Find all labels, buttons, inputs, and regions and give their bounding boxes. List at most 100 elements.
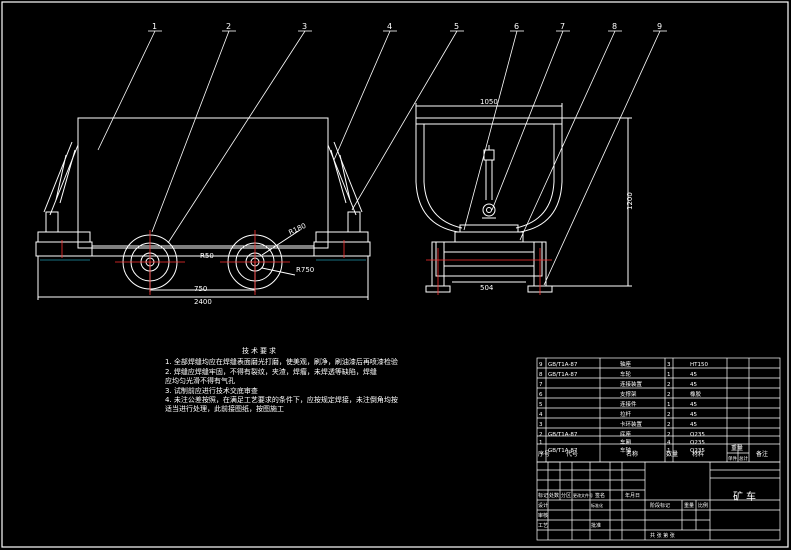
dim-side-r2: R750 [296,266,314,274]
side-view [35,117,371,300]
parts-cell-qty: 1 [667,372,671,378]
parts-cell-no: 5 [539,402,543,408]
parts-cell-no: 1 [539,440,543,446]
dim-front-base: 504 [480,284,494,292]
parts-cell-mat: 45 [690,382,697,388]
tb-role-review: 审核 [538,512,548,519]
notes-line: 1. 全部焊缝均应在焊缝表面磨光打磨，使美观，刷净，刷油漆后再喷漆检验 [165,358,398,367]
notes-line: 适当进行处理，此前接图纸，按图施工 [165,405,284,414]
parts-header-mat: 材料 [692,450,704,458]
side-left-arm [35,141,93,257]
parts-cell-mat: 橡胶 [690,390,702,398]
parts-cell-no: 6 [539,392,543,398]
parts-cell-name: 卡环装置 [620,420,643,428]
tb-mark-0: 标记 [538,492,548,499]
parts-header-remark: 备注 [756,450,768,458]
parts-cell-code: GB/T1A-87 [548,432,578,438]
tb-approve-label: 批准 [591,522,601,529]
side-body [77,117,329,249]
notes-line: 3. 试制前应进行技术交底审查 [165,386,258,395]
parts-header-name: 名称 [626,450,638,458]
parts-cell-mat: 45 [690,402,697,408]
parts-cell-mat: 45 [690,422,697,428]
notes-line: 4. 未注公差按照，在满足工艺要求的条件下，应按规定焊接，未注倒角均按 [165,396,398,405]
notes-line: 应均匀光滑不得有气孔 [165,377,235,386]
tb-mark-4: 签名 [595,492,605,499]
dim-front-height: 1200 [626,192,634,210]
parts-cell-no: 4 [539,412,543,418]
tb-std-label: 标准化 [591,502,603,508]
parts-header-qty: 数量 [666,450,678,458]
parts-cell-qty: 4 [667,440,671,446]
parts-cell-qty: 2 [667,422,671,428]
parts-cell-no: 3 [539,422,543,428]
parts-cell-name: 底座 [620,430,632,438]
parts-cell-qty: 2 [667,382,671,388]
tb-mark-2: 分区 [561,492,571,499]
front-centerlines [426,248,552,295]
technical-notes: 技术要求 1. 全部焊缝均应在焊缝表面磨光打磨，使美观，刷净，刷油漆后再喷漆检验… [165,347,535,415]
parts-header-total: 总计 [739,455,748,462]
balloon-8: 8 [612,22,617,31]
balloon-7: 7 [560,22,565,31]
parts-header-code: 代号 [566,450,578,458]
tb-mark-1: 处数 [549,492,559,499]
parts-cell-mat: 45 [690,412,697,418]
parts-cell-no: 9 [539,362,543,368]
parts-header-weight: 重量 [731,444,743,452]
parts-cell-mat: Q235 [690,440,705,446]
parts-cell-name: 支撑架 [620,390,637,398]
parts-list [536,357,781,463]
parts-cell-name: 车轮 [620,370,632,378]
side-centerlines [61,230,345,295]
balloon-4: 4 [387,22,392,31]
parts-cell-mat: 45 [690,372,697,378]
parts-cell-name: 连接件 [620,400,637,408]
balloon-5: 5 [454,22,459,31]
parts-cell-name: 连接装置 [620,380,643,388]
parts-header-single: 单件 [728,455,737,462]
parts-cell-name: 拉杆 [620,410,632,418]
dim-side-wheelbase: 750 [194,285,207,293]
parts-cell-name: 轴座 [620,360,632,368]
parts-cell-mat: Q235 [690,448,705,454]
dim-side-total: 2400 [194,298,212,306]
parts-cell-qty: 1 [667,402,671,408]
side-base [91,245,315,257]
front-base-frame [435,241,543,277]
parts-cell-code: GB/T1A-87 [548,448,578,454]
tb-stage-1: 重量 [684,502,694,509]
balloon-1: 1 [152,22,157,31]
parts-cell-no: 8 [539,372,543,378]
dim-front-width: 1050 [480,98,498,106]
parts-cell-no: 2 [539,432,543,438]
parts-cell-code: GB/T1A-87 [548,362,578,368]
side-right-arm [313,141,371,257]
balloon-6: 6 [514,22,519,31]
parts-cell-qty: 2 [667,392,671,398]
balloon-2: 2 [226,22,231,31]
notes-line: 2. 焊缝应焊缝牢固，不得有裂纹，夹渣，焊瘤，未焊透等缺陷，焊缝 [165,367,377,376]
title-block [536,461,781,541]
tb-mark-5: 年月日 [625,492,640,499]
balloon-3: 3 [302,22,307,31]
parts-header-no: 序号 [538,450,550,458]
balloon-9: 9 [657,22,662,31]
dim-side-r3: R180 [287,222,307,237]
parts-cell-mat: HT150 [690,362,708,368]
tb-stage-2: 比例 [698,502,708,509]
parts-cell-qty: 2 [667,412,671,418]
front-view [415,103,632,293]
drawing-title: 矿车 [733,490,759,503]
parts-cell-qty: 1 [667,448,671,454]
balloon-leaders [97,30,667,286]
tb-role-process: 工艺 [538,523,548,529]
dim-side-r1: R50 [200,252,214,260]
parts-cell-name: 车厢 [620,438,632,446]
tb-stage-0: 阶段标记 [650,502,670,509]
parts-cell-name: 车轴 [620,446,632,454]
parts-cell-qty: 3 [667,362,671,368]
tb-mark-3: 更改文件号 [573,492,593,498]
parts-cell-mat: Q235 [690,432,705,438]
